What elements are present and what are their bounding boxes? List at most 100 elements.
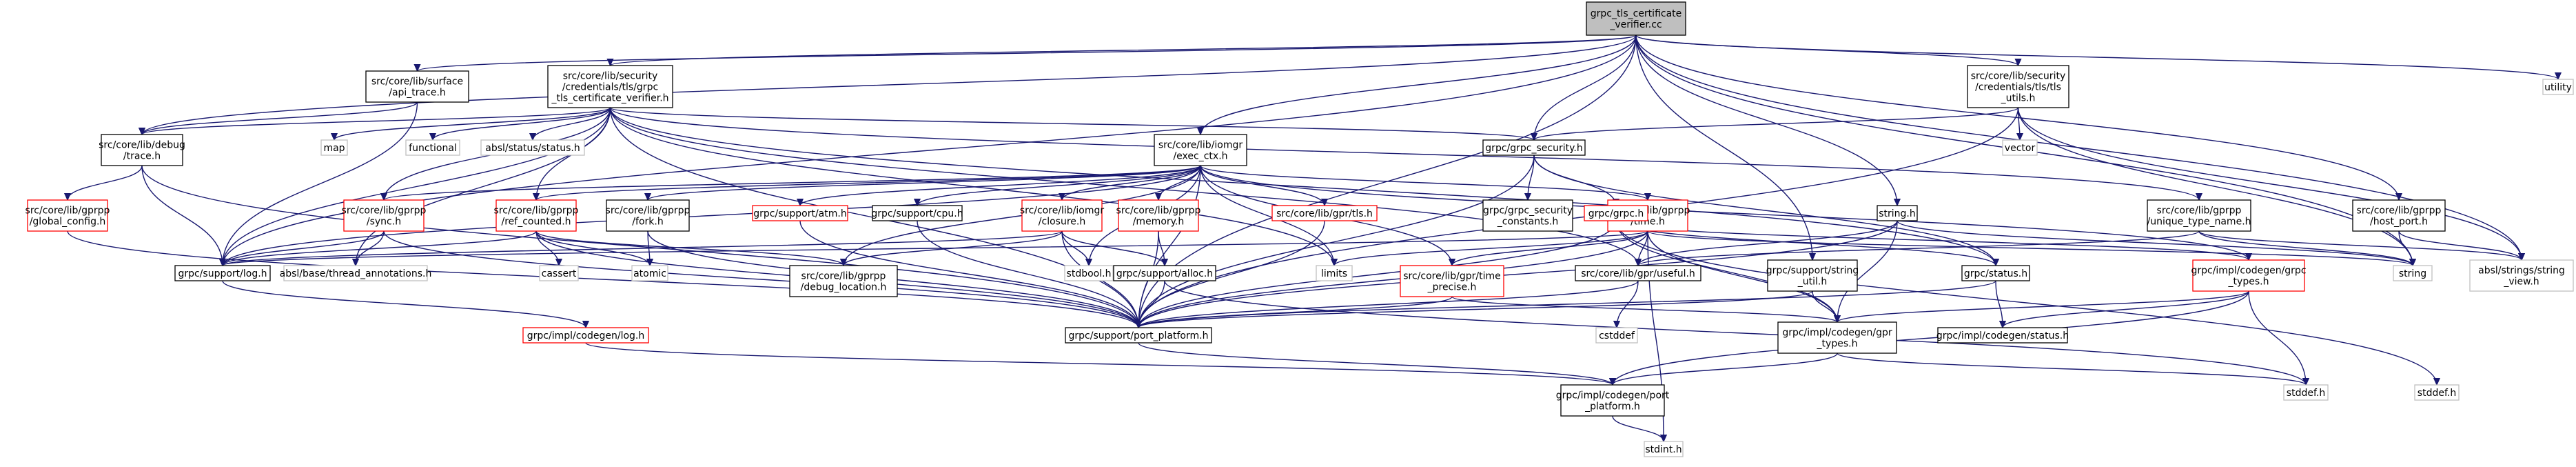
- node-map[interactable]: map: [320, 139, 348, 156]
- edge-string-h-to-port-platform: [1138, 220, 1898, 328]
- edge-security-verifier-to-support-log: [223, 107, 611, 266]
- node-label-line: /sync.h: [367, 217, 401, 228]
- edge-tls-utils-to-port-platform: [1138, 107, 2019, 328]
- node-box: [495, 199, 577, 232]
- node-surface-api[interactable]: src/core/lib/surface/api_trace.h: [365, 70, 469, 103]
- node-sync[interactable]: src/core/lib/gprpp/sync.h: [342, 199, 427, 232]
- node-codegen-port-platform[interactable]: grpc/impl/codegen/port_platform.h: [1556, 384, 1670, 417]
- node-debug-location[interactable]: src/core/lib/gprpp/debug_location.h: [789, 265, 898, 297]
- node-grpc-h[interactable]: grpc/grpc.h: [1584, 205, 1648, 221]
- node-absl-status[interactable]: absl/status/status.h: [480, 139, 585, 156]
- node-label-line: cassert: [542, 268, 577, 279]
- node-grpc-security-constants[interactable]: grpc/grpc_security_constants.h: [1482, 199, 1573, 232]
- node-label-line: /credentials/tls/tls: [1975, 82, 2061, 93]
- edge-grpc-h-to-stddef-b: [1615, 220, 2437, 385]
- node-host-port[interactable]: src/core/lib/gprpp/host_port.h: [2352, 199, 2446, 232]
- edge-codegen-grpc-types-to-codegen-port-platform: [1613, 290, 2249, 385]
- node-gpr-types[interactable]: grpc/impl/codegen/gpr_types.h: [1777, 321, 1897, 354]
- edge-exec-ctx-to-codegen-grpc-types: [1200, 165, 2249, 260]
- edge-exec-ctx-to-cpu: [917, 165, 1201, 206]
- node-box: [343, 199, 425, 232]
- node-root[interactable]: grpc_tls_certificate_verifier.cc: [1586, 1, 1686, 36]
- node-box: [1777, 321, 1897, 354]
- node-useful[interactable]: src/core/lib/gpr/useful.h: [1575, 265, 1701, 281]
- node-cassert[interactable]: cassert: [539, 265, 579, 281]
- node-stddef-b[interactable]: stddef.h: [2414, 384, 2460, 401]
- node-tls-utils[interactable]: src/core/lib/security/credentials/tls/tl…: [1967, 65, 2069, 108]
- node-vector[interactable]: vector: [2002, 139, 2038, 156]
- node-codegen-log[interactable]: grpc/impl/codegen/log.h: [522, 327, 649, 344]
- node-unique-type-name[interactable]: src/core/lib/gprpp/unique_type_name.h: [2147, 199, 2251, 232]
- node-box: [1595, 327, 1638, 344]
- edge-status-h-to-codegen-status: [1995, 280, 2003, 328]
- edge-exec-ctx-to-fork: [648, 165, 1201, 200]
- edge-security-verifier-to-debug-trace: [142, 107, 611, 135]
- node-closure[interactable]: src/core/lib/iomgr/closure.h: [1020, 199, 1105, 232]
- node-box: [2542, 79, 2574, 95]
- node-label-line: grpc/support/alloc.h: [1116, 268, 1213, 279]
- node-fork[interactable]: src/core/lib/gprpp/fork.h: [606, 199, 691, 232]
- node-grpc-security[interactable]: grpc/grpc_security.h: [1482, 139, 1586, 156]
- edge-ref-counted-to-atomic: [535, 230, 650, 266]
- node-thread-annotations[interactable]: absl/base/thread_annotations.h: [280, 265, 432, 281]
- node-box: [1575, 265, 1701, 281]
- node-label-line: stddef.h: [2287, 388, 2325, 399]
- node-status-h[interactable]: grpc/status.h: [1961, 265, 2030, 281]
- edge-closure-to-support-log: [223, 230, 1063, 266]
- node-box: [320, 139, 348, 156]
- node-box: [1482, 199, 1573, 232]
- node-exec-ctx[interactable]: src/core/lib/iomgr/exec_ctx.h: [1154, 134, 1247, 166]
- node-string-util[interactable]: grpc/support/string_util.h: [1766, 259, 1859, 292]
- node-label-line: _verifier.cc: [1609, 19, 1662, 30]
- node-stdbool[interactable]: stdbool.h: [1064, 265, 1114, 281]
- node-atm[interactable]: grpc/support/atm.h: [752, 205, 848, 221]
- node-box: [365, 70, 469, 103]
- node-label-line: /unique_type_name.h: [2147, 217, 2251, 228]
- edge-status-h-to-port-platform: [1138, 280, 1996, 328]
- edge-root-to-host-port: [1635, 34, 2399, 200]
- node-cpu[interactable]: grpc/support/cpu.h: [871, 205, 963, 221]
- node-global-config[interactable]: src/core/lib/gprpp/global_config.h: [25, 199, 110, 232]
- node-ref-counted[interactable]: src/core/lib/gprpp/ref_counted.h: [494, 199, 579, 232]
- node-atomic[interactable]: atomic: [631, 265, 668, 281]
- node-debug-trace[interactable]: src/core/lib/debug/trace.h: [99, 134, 185, 166]
- node-label-line: stdint.h: [1645, 444, 1681, 455]
- edge-gprpp-time-to-time-precise: [1452, 230, 1648, 266]
- node-limits[interactable]: limits: [1316, 265, 1353, 281]
- node-label-line: stddef.h: [2417, 388, 2456, 399]
- node-port-platform[interactable]: grpc/support/port_platform.h: [1065, 327, 1212, 344]
- edge-surface-api-to-debug-trace: [142, 101, 418, 135]
- node-memory[interactable]: src/core/lib/gprpp/memory.h: [1116, 199, 1201, 232]
- node-box: [1937, 327, 2068, 344]
- node-stddef-a[interactable]: stddef.h: [2283, 384, 2329, 401]
- node-time-precise[interactable]: src/core/lib/gpr/time_precise.h: [1400, 265, 1504, 297]
- node-support-log[interactable]: grpc/support/log.h: [174, 265, 271, 281]
- node-label-line: grpc/grpc_security: [1483, 206, 1573, 217]
- node-functional[interactable]: functional: [405, 139, 460, 156]
- edge-alloc-to-stddef-a: [1164, 280, 2306, 385]
- node-cstddef[interactable]: cstddef: [1595, 327, 1638, 344]
- node-codegen-status[interactable]: grpc/impl/codegen/status.h: [1936, 327, 2069, 344]
- edge-port-platform-to-codegen-port-platform: [1138, 342, 1613, 385]
- node-label-line: grpc/support/string: [1766, 266, 1859, 277]
- node-box: [789, 265, 898, 297]
- node-utility[interactable]: utility: [2542, 79, 2574, 95]
- node-gpr-tls[interactable]: src/core/lib/gpr/tls.h: [1271, 205, 1378, 221]
- edge-codegen-grpc-types-to-codegen-status: [2003, 290, 2249, 328]
- node-label-line: grpc/support/port_platform.h: [1069, 330, 1209, 341]
- edge-root-to-string-h: [1635, 34, 1897, 206]
- node-label-line: grpc/impl/codegen/gpr: [1782, 328, 1892, 339]
- node-stdint[interactable]: stdint.h: [1644, 441, 1684, 457]
- edge-cpu-to-port-platform: [917, 220, 1138, 328]
- node-codegen-grpc-types[interactable]: grpc/impl/codegen/grpc_types.h: [2191, 259, 2307, 292]
- node-label-line: _platform.h: [1584, 401, 1640, 413]
- node-string-view[interactable]: absl/strings/string_view.h: [2469, 259, 2574, 292]
- node-box: [2393, 265, 2433, 281]
- node-label-line: /credentials/tls/grpc: [562, 82, 658, 93]
- edge-support-log-to-codegen-log: [222, 280, 586, 328]
- edge-security-verifier-to-status-h: [609, 107, 1996, 266]
- node-string[interactable]: string: [2393, 265, 2433, 281]
- node-security-verifier[interactable]: src/core/lib/security/credentials/tls/gr…: [547, 65, 673, 108]
- node-string-h[interactable]: string.h: [1877, 205, 1918, 221]
- node-alloc[interactable]: grpc/support/alloc.h: [1113, 265, 1216, 281]
